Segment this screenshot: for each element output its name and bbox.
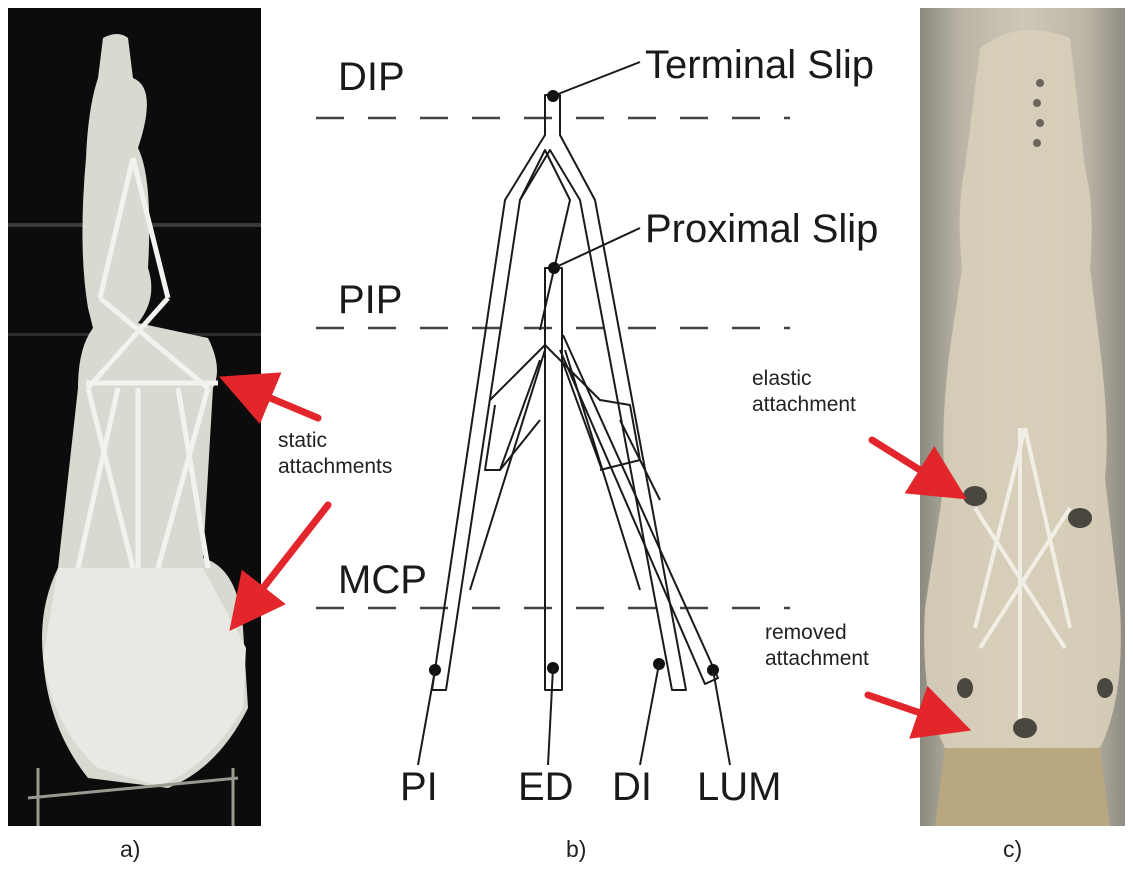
elastic-line-1: elastic — [752, 366, 932, 392]
arrow-removed — [868, 695, 958, 726]
label-proximal-slip: Proximal Slip — [645, 207, 878, 251]
static-line-2: attachments — [278, 454, 458, 480]
label-di: DI — [612, 765, 652, 809]
arrow-static-top — [232, 382, 318, 418]
removed-attachment-label: removed attachment — [765, 620, 945, 672]
label-pip: PIP — [338, 278, 402, 322]
terminal-slip-band — [432, 95, 686, 690]
label-ed: ED — [518, 765, 574, 809]
label-pi: PI — [400, 765, 438, 809]
elastic-attachment-label: elastic attachment — [752, 366, 932, 418]
central-band — [545, 268, 562, 690]
caption-b: b) — [566, 836, 586, 863]
elastic-line-2: attachment — [752, 392, 932, 418]
arrow-elastic — [872, 440, 955, 492]
label-mcp: MCP — [338, 558, 427, 602]
label-dip: DIP — [338, 55, 405, 99]
static-attachments-label: static attachments — [278, 428, 458, 480]
label-terminal-slip: Terminal Slip — [645, 43, 874, 87]
caption-a: a) — [120, 836, 140, 863]
removed-line-2: attachment — [765, 646, 945, 672]
caption-c: c) — [1003, 836, 1022, 863]
arrow-static-bottom — [238, 505, 328, 620]
label-lum: LUM — [697, 765, 781, 809]
removed-line-1: removed — [765, 620, 945, 646]
static-line-1: static — [278, 428, 458, 454]
